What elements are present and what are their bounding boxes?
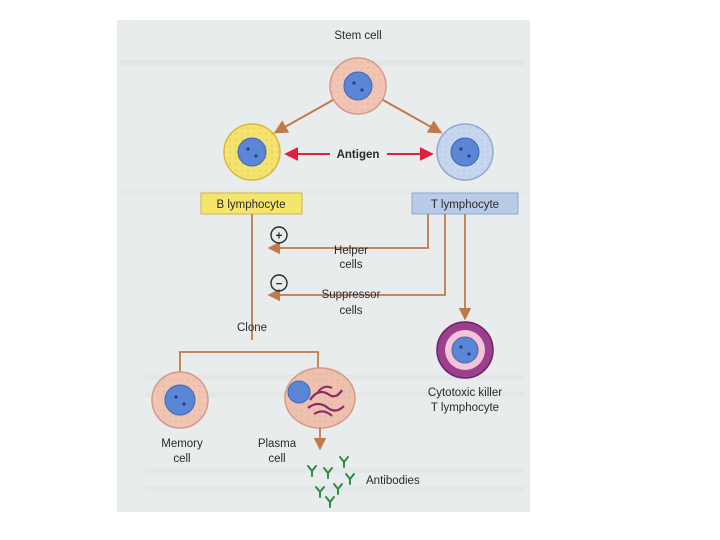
suppressor-label-1: Suppressor: [322, 289, 381, 301]
plus-circle-icon: +: [270, 226, 288, 244]
plasma-cell-label-1: Plasma: [258, 438, 297, 450]
b-lymphocyte-cell: [223, 123, 281, 181]
memory-cell-label-2: cell: [173, 453, 190, 465]
clone-branch-line: [179, 351, 319, 372]
stem-cell: [329, 57, 387, 115]
plasma-cell: [284, 367, 356, 429]
stem-to-b-arrow: [273, 99, 334, 134]
suppressor-arrow: [267, 214, 446, 302]
t-lymphocyte-cell: [436, 123, 494, 181]
minus-circle-icon: −: [270, 274, 288, 292]
memory-cell: [151, 371, 209, 429]
antigen-label: Antigen: [337, 149, 380, 161]
helper-label-1: Helper: [334, 245, 368, 257]
cytotoxic-cell: [436, 321, 494, 379]
b-lymphocyte-label: B lymphocyte: [216, 199, 285, 211]
stem-cell-label: Stem cell: [334, 30, 381, 42]
cytotoxic-label-2: T lymphocyte: [431, 402, 499, 414]
t-lymphocyte-label: T lymphocyte: [431, 199, 499, 211]
antibodies-label: Antibodies: [366, 475, 420, 487]
svg-text:+: +: [276, 231, 283, 243]
stem-to-t-arrow: [382, 99, 443, 134]
antibody-icon: [307, 456, 355, 508]
clone-label: Clone: [237, 322, 267, 334]
plasma-cell-label-2: cell: [268, 453, 285, 465]
helper-label-2: cells: [339, 259, 362, 271]
svg-text:−: −: [276, 279, 283, 291]
memory-cell-label-1: Memory: [161, 438, 203, 450]
suppressor-label-2: cells: [339, 305, 362, 317]
helper-arrow: [267, 214, 429, 255]
figure-panel: [117, 20, 530, 512]
cytotoxic-label-1: Cytotoxic killer: [428, 387, 502, 399]
